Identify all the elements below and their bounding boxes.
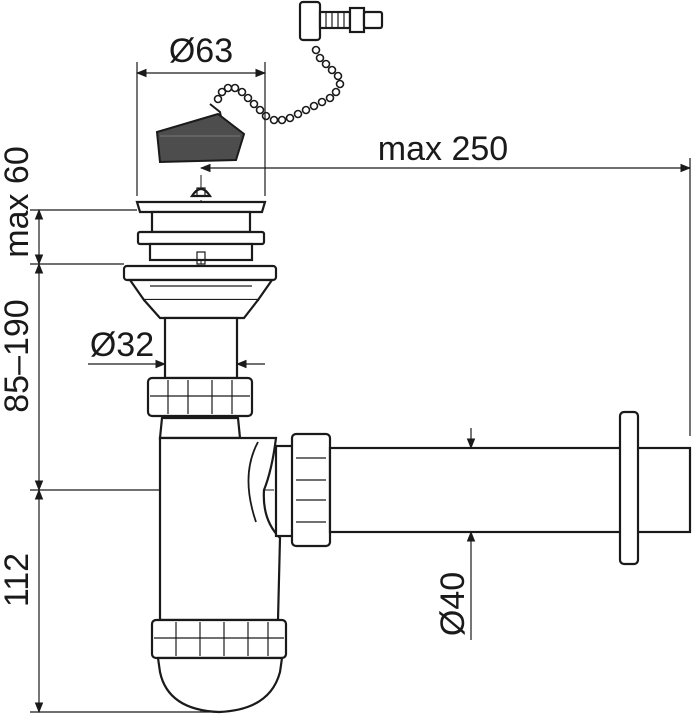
stopper-chain — [155, 0, 384, 164]
trap-bottle — [150, 416, 288, 714]
stopper-icon — [155, 103, 246, 164]
dim-max-length: max 250 — [378, 130, 508, 168]
dim-tube-diameter: Ø32 — [90, 326, 154, 364]
dim-top-diameter: Ø63 — [169, 32, 233, 70]
dim-outlet-diameter: Ø40 — [434, 572, 472, 636]
strainer — [122, 187, 278, 320]
dim-trap-height: 112 — [0, 553, 36, 607]
tailpiece — [146, 316, 254, 418]
chain-icon — [213, 45, 345, 125]
dim-adjust-range: 85–190 — [0, 299, 36, 412]
dimension-lines — [30, 62, 692, 714]
chain-bolt-icon — [298, 0, 384, 42]
outlet-pipe — [274, 410, 692, 566]
dim-max-height: max 60 — [0, 146, 36, 258]
